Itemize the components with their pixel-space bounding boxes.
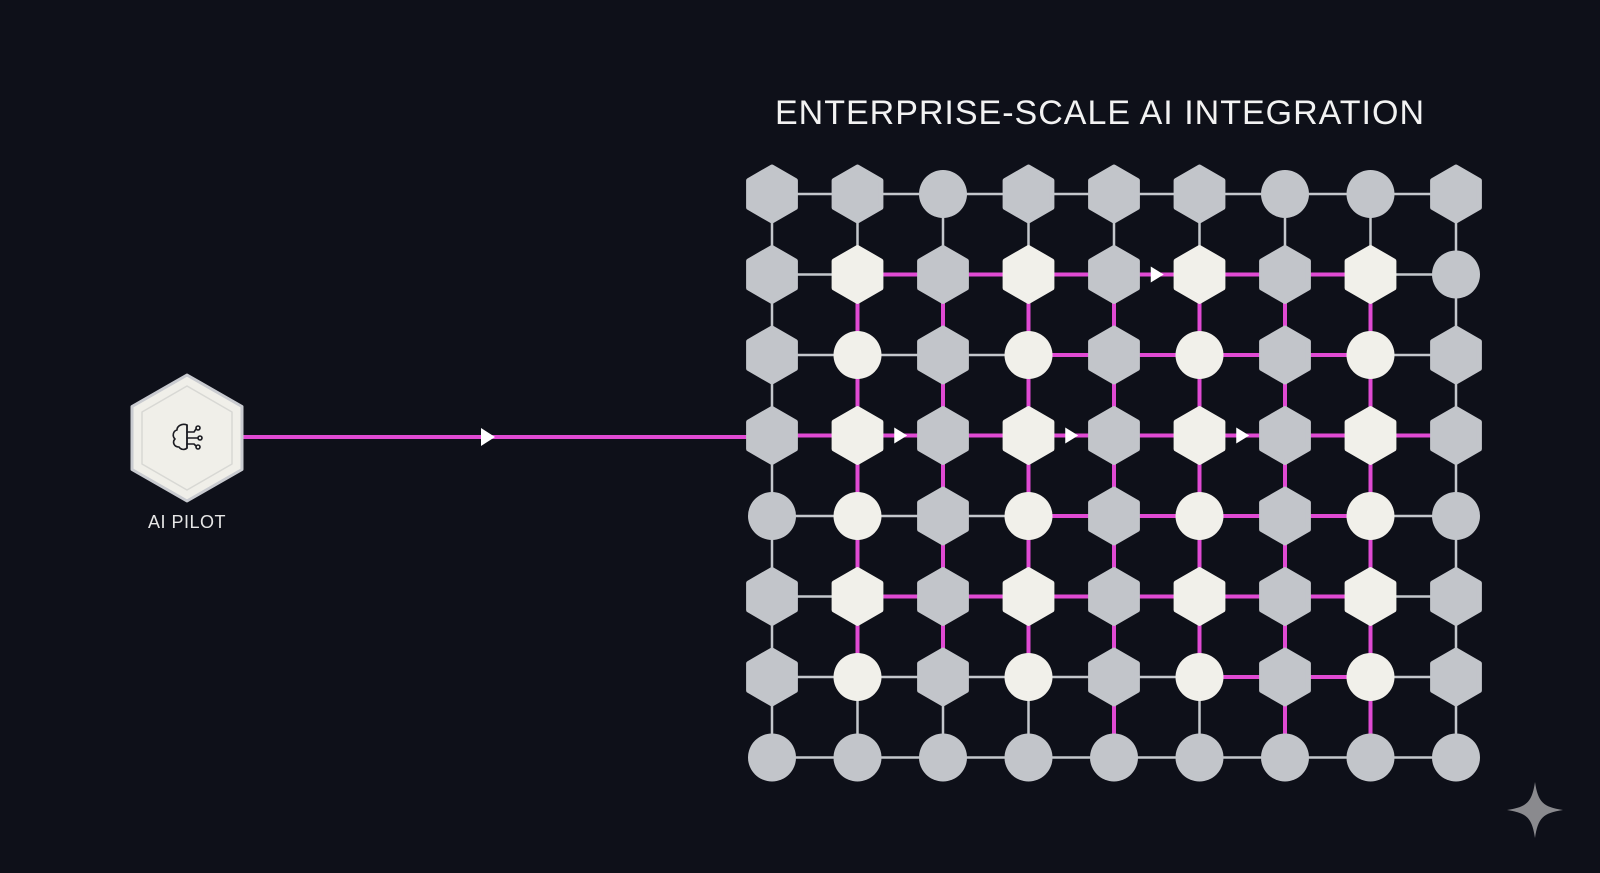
active-circle-node bbox=[833, 653, 882, 701]
circle-node bbox=[1090, 733, 1138, 782]
active-hex-node bbox=[1173, 567, 1226, 626]
hex-node bbox=[831, 164, 884, 224]
circle-node bbox=[1432, 492, 1480, 540]
flow-arrow bbox=[1065, 427, 1079, 444]
circle-node bbox=[1261, 170, 1309, 218]
active-hex-node bbox=[831, 406, 884, 465]
hex-node bbox=[917, 647, 969, 707]
hex-node bbox=[1088, 647, 1140, 707]
hex-node bbox=[1430, 647, 1482, 707]
hex-node bbox=[917, 325, 969, 385]
hex-node bbox=[746, 325, 798, 385]
brain-circuit-icon bbox=[172, 423, 203, 451]
diagram-title: ENTERPRISE-SCALE AI INTEGRATION bbox=[774, 94, 1426, 132]
grid-nodes bbox=[746, 164, 1482, 782]
hex-node bbox=[1088, 406, 1140, 465]
active-hex-node bbox=[1002, 245, 1055, 304]
active-hex-node bbox=[1002, 567, 1055, 626]
hex-node bbox=[1088, 567, 1140, 626]
ai-pilot-label: AI PILOT bbox=[147, 512, 227, 532]
sparkle-icon bbox=[1507, 782, 1563, 838]
circle-node bbox=[1175, 733, 1224, 782]
hex-node bbox=[1002, 164, 1055, 224]
hex-node bbox=[1430, 325, 1482, 385]
circle-node bbox=[1346, 170, 1395, 218]
active-circle-node bbox=[1175, 331, 1224, 379]
circle-node bbox=[748, 492, 796, 540]
circle-node bbox=[919, 170, 967, 218]
circle-node bbox=[748, 733, 796, 782]
hex-node bbox=[917, 567, 969, 626]
circle-node bbox=[1261, 733, 1309, 782]
pilot-flow-arrow bbox=[481, 428, 495, 446]
active-hex-node bbox=[1173, 406, 1226, 465]
active-circle-node bbox=[1004, 653, 1053, 701]
hex-node bbox=[1430, 164, 1482, 224]
hex-node bbox=[1088, 245, 1140, 304]
hex-node bbox=[1088, 486, 1140, 546]
grid-flow-arrows bbox=[894, 266, 1250, 444]
hex-node bbox=[746, 647, 798, 707]
hex-node bbox=[917, 245, 969, 304]
active-hex-node bbox=[1344, 567, 1397, 626]
hex-node bbox=[746, 245, 798, 304]
hex-node bbox=[917, 406, 969, 465]
active-circle-node bbox=[1175, 492, 1224, 540]
active-hex-node bbox=[831, 245, 884, 304]
active-hex-node bbox=[1344, 245, 1397, 304]
active-circle-node bbox=[1346, 653, 1395, 701]
flow-arrow bbox=[894, 427, 908, 444]
hex-node bbox=[1259, 647, 1311, 707]
hex-node bbox=[746, 567, 798, 626]
hex-node bbox=[1259, 245, 1311, 304]
flow-arrow bbox=[1236, 427, 1250, 444]
active-circle-node bbox=[833, 492, 882, 540]
circle-node bbox=[1004, 733, 1053, 782]
active-circle-node bbox=[1346, 492, 1395, 540]
active-circle-node bbox=[833, 331, 882, 379]
active-circle-node bbox=[1004, 492, 1053, 540]
active-circle-node bbox=[1004, 331, 1053, 379]
hex-node bbox=[1430, 567, 1482, 626]
hex-node bbox=[746, 406, 798, 465]
circle-node bbox=[1432, 250, 1480, 299]
hex-node bbox=[746, 164, 798, 224]
hex-node bbox=[1259, 406, 1311, 465]
active-hex-node bbox=[1002, 406, 1055, 465]
active-hex-node bbox=[1344, 406, 1397, 465]
hex-node bbox=[1088, 164, 1140, 224]
hex-node bbox=[1259, 567, 1311, 626]
active-circle-node bbox=[1346, 331, 1395, 379]
hex-node bbox=[1259, 486, 1311, 546]
circle-node bbox=[1432, 733, 1480, 782]
hex-node bbox=[917, 486, 969, 546]
active-hex-node bbox=[831, 567, 884, 626]
active-hex-node bbox=[1173, 245, 1226, 304]
hex-node bbox=[1088, 325, 1140, 385]
flow-arrow bbox=[1150, 266, 1164, 283]
hex-node bbox=[1430, 406, 1482, 465]
circle-node bbox=[833, 733, 882, 782]
hex-node bbox=[1259, 325, 1311, 385]
hex-node bbox=[1173, 164, 1226, 224]
active-circle-node bbox=[1175, 653, 1224, 701]
circle-node bbox=[1346, 733, 1395, 782]
circle-node bbox=[919, 733, 967, 782]
ai-pilot-node bbox=[130, 373, 244, 503]
